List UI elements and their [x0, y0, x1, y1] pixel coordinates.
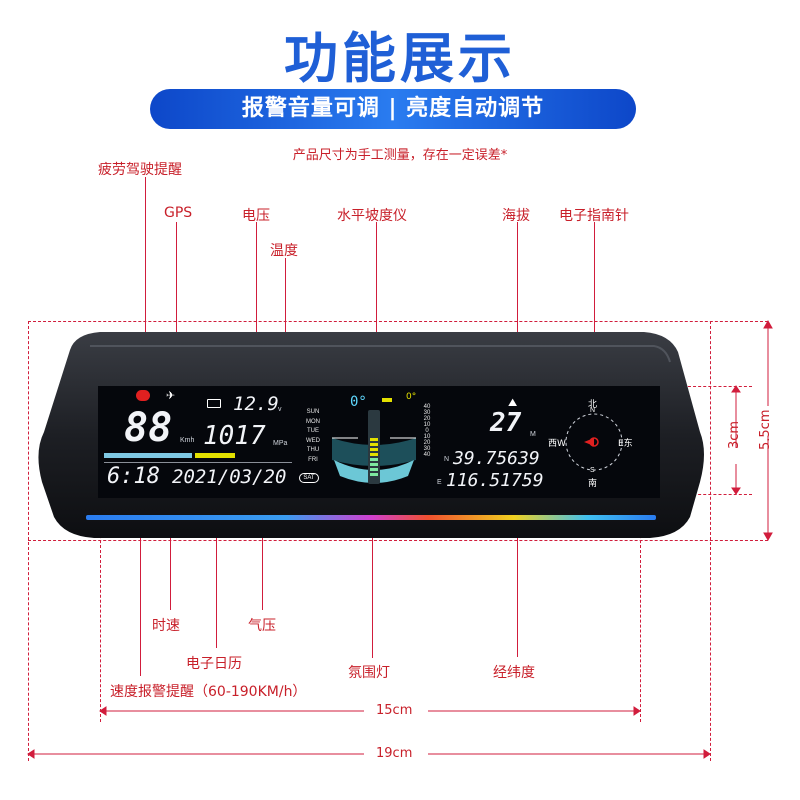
label-speed-alarm: 速度报警提醒（60-190KM/h） — [110, 684, 307, 700]
callout-line-inclinometer — [376, 222, 377, 390]
dim-right-inner-line — [640, 386, 641, 722]
altitude-value: 27 — [490, 408, 522, 438]
tilt-left-value: 0° — [350, 394, 367, 410]
fatigue-warning-icon — [136, 390, 150, 401]
clock-time: 6:18 — [107, 464, 160, 489]
pressure-value: 1017 — [203, 421, 266, 451]
scale-tick: 40 — [423, 404, 431, 410]
scale-tick: 20 — [423, 440, 431, 446]
compass-east: E东 — [618, 439, 633, 449]
label-pressure: 气压 — [248, 618, 276, 634]
weekday-selected: SAT — [299, 473, 319, 483]
weekday-item: SUN — [306, 409, 320, 415]
divider-line — [104, 462, 292, 463]
weekday-item: WED — [306, 437, 320, 444]
battery-icon — [207, 399, 221, 408]
callout-line-speed-alarm — [140, 456, 141, 676]
latitude-prefix: N — [444, 456, 450, 463]
compass-west: 西W — [548, 439, 566, 449]
scale-tick: 0 — [425, 428, 429, 434]
compass-south: 南 — [588, 479, 598, 489]
inclinometer-gauge — [332, 410, 416, 484]
callout-line-gps — [176, 222, 177, 392]
speed-value: 88 — [124, 405, 173, 451]
page-title: 功能展示 — [284, 27, 516, 90]
altitude-unit: M — [530, 431, 536, 438]
dim-bottom-line — [28, 540, 768, 541]
weekday-list: SUN MON TUE WED THU FRI — [300, 408, 326, 465]
compass-north: 北 — [588, 400, 598, 410]
scale-tick: 10 — [423, 422, 431, 428]
label-gps: GPS — [164, 205, 193, 221]
dim-left-inner-line — [100, 386, 101, 722]
dim-left-outer-line — [28, 321, 29, 761]
callout-line-temperature — [285, 258, 286, 398]
label-calendar: 电子日历 — [186, 656, 242, 672]
label-voltage: 电压 — [242, 208, 270, 224]
label-latlon: 经纬度 — [493, 665, 535, 681]
weekday-item: MON — [306, 418, 320, 425]
callout-line-latlon — [517, 470, 518, 657]
weekday-item: THU — [306, 447, 320, 453]
compass-north-letter: N — [590, 407, 596, 414]
weekday-item: TUE — [307, 428, 319, 434]
dim-width-outer: 19cm — [376, 746, 413, 761]
callout-line-voltage — [256, 222, 257, 397]
label-speed: 时速 — [152, 618, 180, 634]
dim-right-outer-line — [710, 321, 711, 761]
measurement-note: 产品尺寸为手工测量，存在一定误差* — [292, 148, 508, 163]
scale-tick: 20 — [423, 416, 431, 422]
dim-top-line — [28, 321, 768, 322]
latitude-value: 39.75639 — [453, 448, 540, 469]
callout-line-compass — [594, 222, 595, 394]
label-temperature: 温度 — [270, 243, 298, 259]
feature-banner: 报警音量可调 | 亮度自动调节 — [150, 89, 636, 129]
scale-tick: 30 — [423, 410, 431, 416]
dim-height-outer: 5.5cm — [758, 409, 773, 451]
dim-height-inner: 3cm — [727, 420, 742, 449]
gps-satellite-icon: ✈ — [166, 389, 176, 402]
label-fatigue: 疲劳驾驶提醒 — [98, 162, 182, 178]
inclinometer-scale: 40 30 20 10 0 10 20 30 40 — [420, 404, 434, 458]
callout-line-ambient — [372, 518, 373, 658]
scale-tick: 40 — [423, 452, 431, 458]
tilt-right-value: 0° — [406, 392, 417, 402]
callout-line-fatigue — [145, 177, 146, 387]
callout-line-calendar — [216, 480, 217, 648]
voltage-value: 12.9 — [233, 393, 279, 415]
scale-tick: 30 — [423, 446, 431, 452]
label-altitude: 海拔 — [502, 208, 530, 224]
dim-screen-top-line — [632, 386, 752, 387]
compass-dial — [565, 413, 623, 471]
calendar-date: 2021/03/20 — [172, 466, 287, 488]
label-inclinometer: 水平坡度仪 — [337, 208, 407, 224]
longitude-value: 116.51759 — [446, 470, 544, 491]
callout-line-altitude — [517, 222, 518, 392]
ambient-light-strip — [84, 516, 656, 521]
longitude-prefix: E — [437, 479, 442, 486]
pressure-unit: MPa — [273, 440, 288, 447]
weekday-item: FRI — [308, 456, 318, 463]
label-ambient: 氛围灯 — [348, 665, 390, 681]
speed-bar-cyan — [104, 453, 192, 458]
label-compass: 电子指南针 — [559, 208, 629, 224]
tilt-indicator — [382, 398, 392, 402]
mountain-icon: ⛰ — [508, 396, 518, 409]
compass-south-letter: S — [590, 467, 595, 474]
speed-bar-yellow — [195, 453, 235, 458]
voltage-unit: v — [278, 406, 282, 413]
dim-width-inner: 15cm — [376, 703, 413, 718]
scale-tick: 10 — [423, 434, 431, 440]
speed-unit: Kmh — [180, 437, 195, 444]
